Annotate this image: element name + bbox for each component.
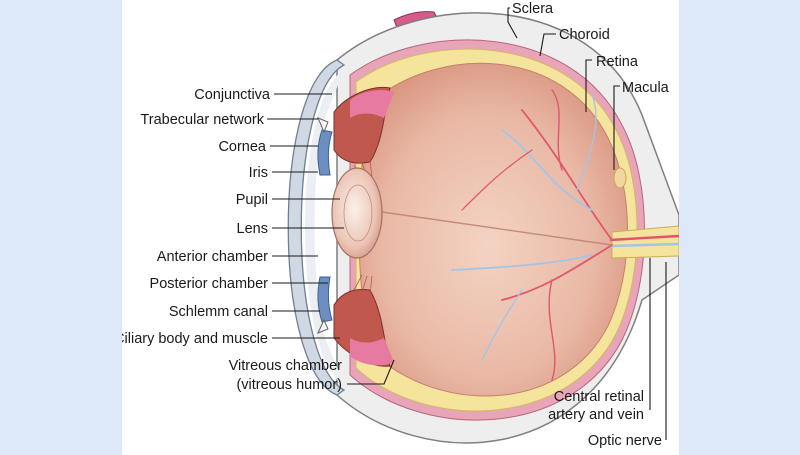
optic-nerve-shape (611, 225, 679, 259)
leader-lines (267, 7, 667, 440)
label-artery-and-vein: artery and vein (548, 407, 644, 423)
label-iris: Iris (249, 165, 268, 181)
label-ciliary-body: Ciliary body and muscle (122, 331, 268, 347)
iris-shape (317, 129, 333, 176)
label-posterior-chamber: Posterior chamber (150, 276, 269, 292)
vitreous-shape (358, 62, 628, 397)
label-trabecular-network: Trabecular network (140, 112, 264, 128)
iris-lower-shape (317, 276, 333, 323)
label-lens: Lens (237, 221, 268, 237)
labels: Sclera Choroid Retina Macula Conjunctiva… (122, 1, 670, 449)
lens-shape (331, 167, 383, 259)
diagram-panel: Sclera Choroid Retina Macula Conjunctiva… (122, 0, 679, 455)
macula-spot (613, 167, 627, 189)
label-cornea: Cornea (218, 139, 266, 155)
label-optic-nerve: Optic nerve (588, 433, 662, 449)
label-conjunctiva: Conjunctiva (194, 87, 271, 103)
label-anterior-chamber: Anterior chamber (157, 249, 268, 265)
label-vitreous-humor: (vitreous humor) (236, 377, 342, 393)
eye-anatomy-diagram: Sclera Choroid Retina Macula Conjunctiva… (122, 1, 679, 449)
label-macula: Macula (622, 80, 670, 96)
label-pupil: Pupil (236, 192, 268, 208)
label-central-retinal: Central retinal (554, 389, 644, 405)
anterior-chamber-shape (305, 70, 344, 385)
label-sclera: Sclera (512, 1, 554, 17)
retinal-vessels (451, 89, 613, 381)
label-choroid: Choroid (559, 27, 610, 43)
label-retina: Retina (596, 54, 639, 70)
label-schlemm-canal: Schlemm canal (169, 304, 268, 320)
label-vitreous-chamber: Vitreous chamber (229, 358, 343, 374)
